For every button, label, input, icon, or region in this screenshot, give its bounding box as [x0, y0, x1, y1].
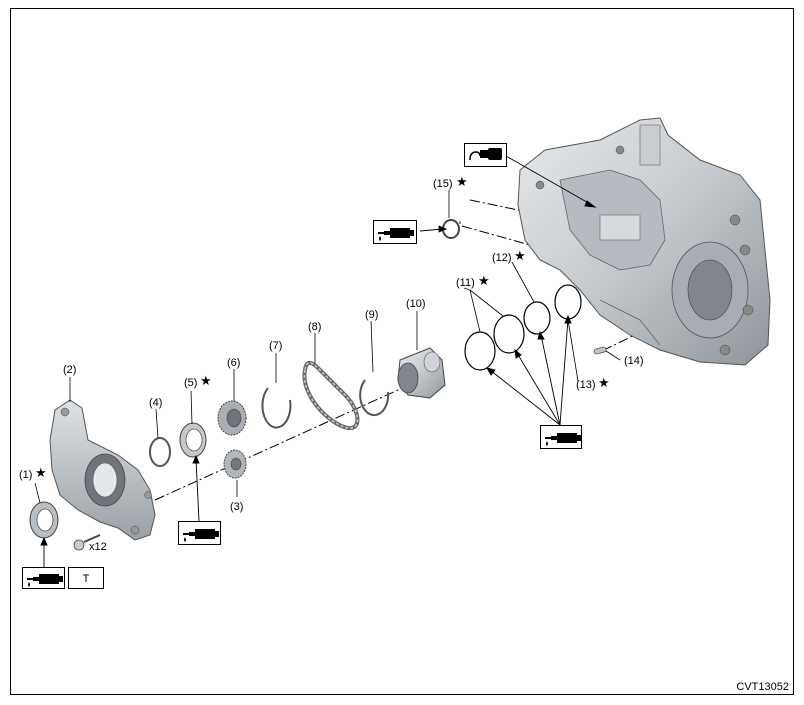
leader-lines: [34, 190, 621, 504]
torque-box: T: [68, 567, 104, 589]
fluid-applicator-icon: [178, 521, 221, 545]
figure-code: CVT13052: [736, 681, 789, 693]
label-part-13: (13): [576, 379, 596, 391]
part-12-o-ring: [523, 301, 551, 335]
torque-letter: T: [83, 573, 90, 585]
star-part-11: ★: [478, 274, 490, 289]
label-part-10: (10): [406, 298, 426, 310]
arrows: [40, 155, 597, 567]
label-part-9: (9): [365, 309, 378, 321]
label-part-7: (7): [269, 340, 282, 352]
sealant-tube-icon: [464, 143, 507, 167]
star-part-15: ★: [456, 175, 468, 190]
part-3-gear: [223, 449, 247, 479]
cover-bolt: [73, 534, 101, 551]
label-part-3: (3): [230, 501, 243, 513]
fluid-applicator-icon: [540, 425, 582, 449]
part-11-o-ring-b: [493, 314, 525, 354]
part-5-bearing: [179, 422, 207, 458]
bolt-count: x12: [89, 541, 107, 553]
label-part-2: (2): [63, 364, 76, 376]
label-part-5: (5): [184, 377, 197, 389]
fluid-applicator-icon: [22, 567, 65, 589]
part-10-drum: [397, 347, 446, 399]
label-part-6: (6): [227, 357, 240, 369]
part-1-oil-seal: [29, 501, 59, 539]
fluid-applicator-icon: [373, 220, 417, 244]
label-part-1: (1): [19, 469, 32, 481]
part-14-pin: [593, 346, 607, 355]
part-2-cover: [49, 399, 156, 541]
figure-frame: [10, 8, 794, 695]
part-6-gear: [217, 400, 247, 436]
part-labels: (1) ★ (2) (3) (4) (5) ★ (6) (7) (8) (9) …: [19, 175, 644, 553]
part-4-snap-ring: [149, 437, 171, 467]
transmission-case: [517, 117, 771, 366]
part-7-snap-ring: [261, 387, 292, 429]
part-9-snap-ring: [359, 379, 390, 417]
label-part-14: (14): [624, 355, 644, 367]
star-part-1: ★: [35, 466, 47, 481]
label-part-15: (15): [433, 178, 453, 190]
label-part-8: (8): [308, 321, 321, 333]
star-part-5: ★: [200, 374, 212, 389]
label-part-11: (11): [456, 277, 475, 289]
star-part-12: ★: [514, 249, 526, 264]
part-13-o-ring: [554, 284, 582, 320]
label-part-12: (12): [492, 252, 512, 264]
star-part-13: ★: [598, 376, 610, 391]
label-part-4: (4): [149, 397, 162, 409]
part-11-o-ring-a: [464, 331, 496, 371]
part-8-chain: [302, 361, 360, 431]
